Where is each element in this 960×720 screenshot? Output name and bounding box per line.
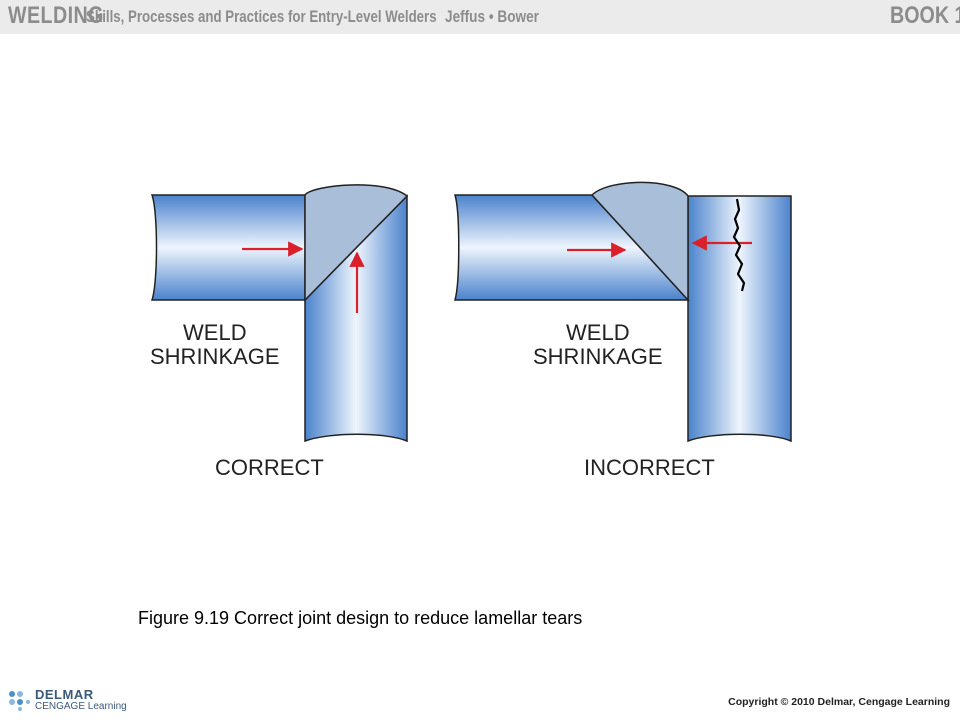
header-bar: WELDING Skills, Processes and Practices …	[0, 0, 960, 34]
header-authors: Jeffus • Bower	[445, 7, 539, 26]
incorrect-shrinkage-label: WELD SHRINKAGE	[533, 321, 663, 369]
delmar-logo: DELMAR CENGAGE Learning	[8, 686, 138, 716]
logo-name: DELMAR	[35, 687, 94, 702]
incorrect-weld-bead	[590, 181, 689, 302]
logo-subtitle: CENGAGE Learning	[35, 701, 127, 712]
correct-joint	[150, 184, 409, 443]
correct-label: CORRECT	[215, 455, 324, 480]
incorrect-horizontal-plate	[453, 194, 690, 301]
lamellar-tear-crack	[732, 198, 746, 292]
header-book: BOOK 1	[890, 2, 960, 29]
header-title: WELDING	[8, 2, 104, 29]
incorrect-joint	[453, 181, 792, 443]
correct-shrinkage-line1: WELD	[183, 320, 247, 345]
header-subtitle: Skills, Processes and Practices for Entr…	[86, 7, 437, 26]
incorrect-shrinkage-line2: SHRINKAGE	[533, 344, 663, 369]
incorrect-shrinkage-line1: WELD	[566, 320, 630, 345]
incorrect-vertical-plate	[687, 195, 792, 443]
correct-shrinkage-label: WELD SHRINKAGE	[150, 321, 280, 369]
copyright-notice: Copyright © 2010 Delmar, Cengage Learnin…	[728, 696, 950, 708]
figure-caption: Figure 9.19 Correct joint design to redu…	[138, 608, 583, 628]
incorrect-label: INCORRECT	[584, 455, 715, 480]
correct-horizontal-plate	[150, 194, 306, 301]
delmar-logo-icon	[9, 691, 30, 711]
correct-shrinkage-line2: SHRINKAGE	[150, 344, 280, 369]
correct-weld-bead	[304, 184, 409, 302]
correct-vertical-plate	[304, 194, 408, 443]
